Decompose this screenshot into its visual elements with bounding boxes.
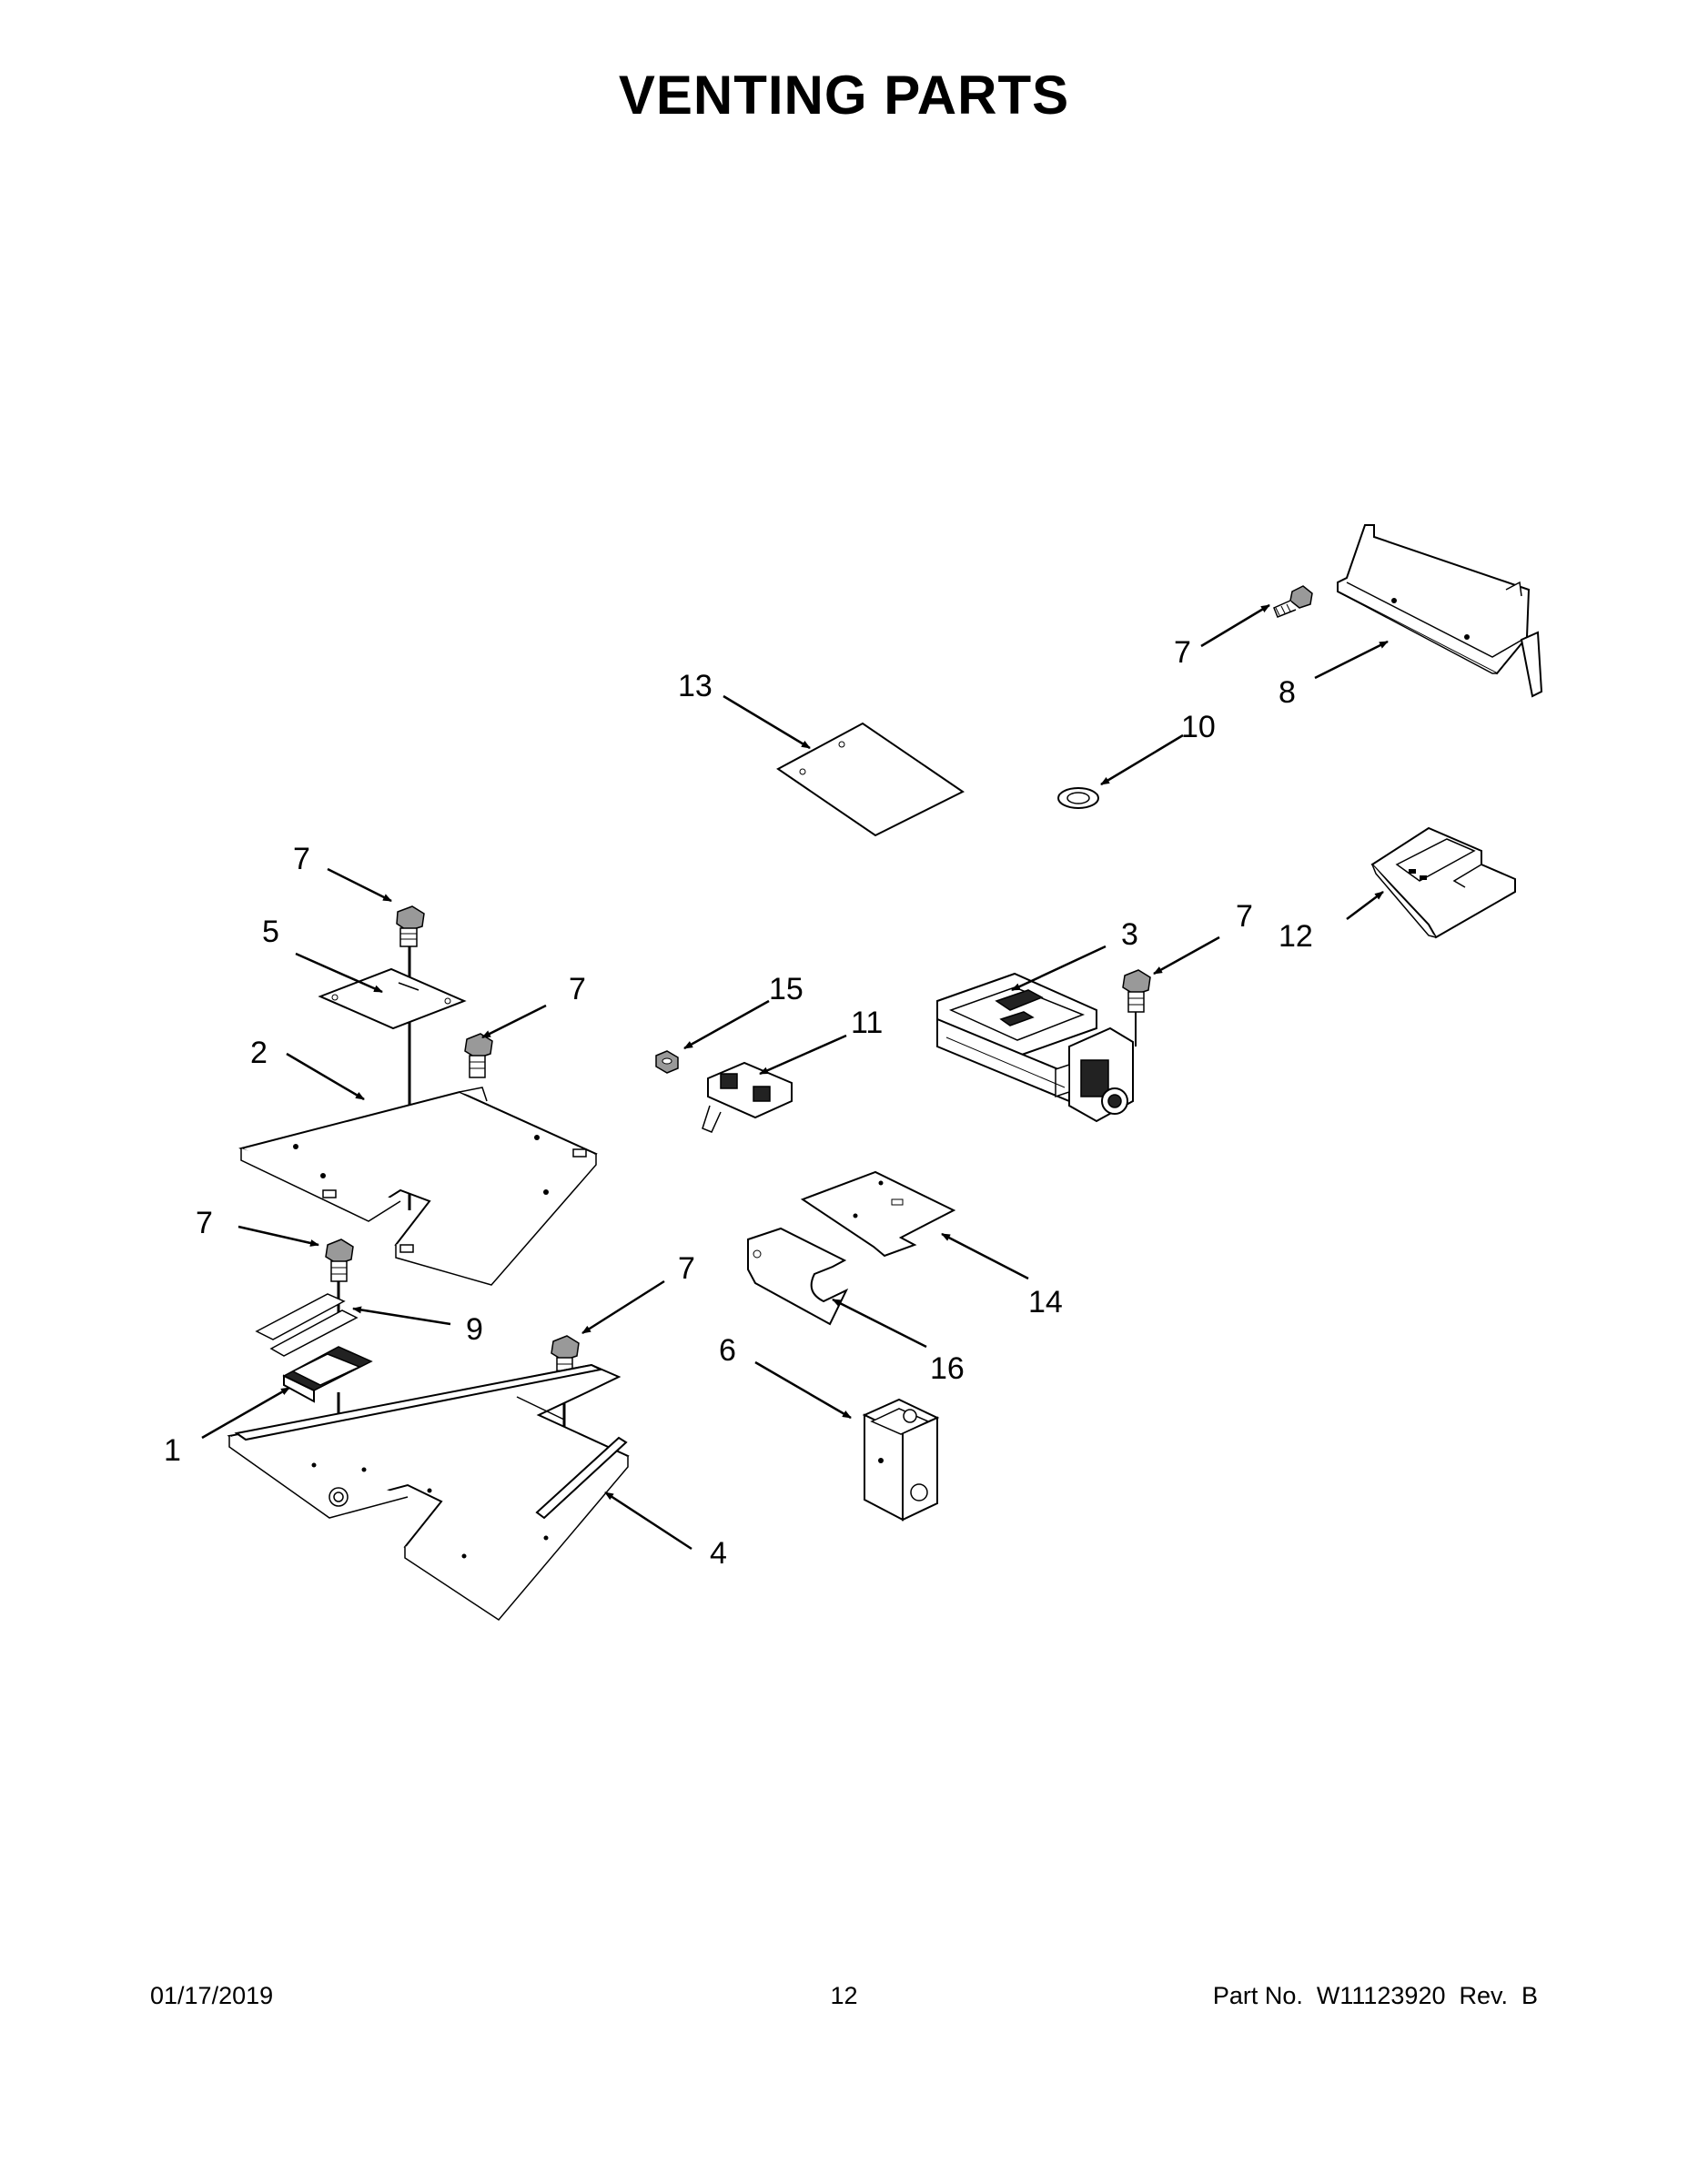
part-9-strips (255, 1293, 359, 1357)
callout-2: 2 (250, 1036, 268, 1070)
part-5-bracket-plate (318, 967, 467, 1030)
page-title: VENTING PARTS (618, 65, 1070, 126)
part-12-vent-tray (1370, 826, 1516, 939)
part-4-base-plate (227, 1363, 630, 1621)
callout-15: 15 (769, 972, 804, 1006)
callout-16: 16 (930, 1351, 965, 1386)
part-7-screw-top-right (1273, 585, 1313, 618)
part-13-plate (776, 722, 965, 837)
callout-leaders (201, 603, 1389, 1551)
footer-date: 01/17/2019 (150, 1982, 274, 2009)
part-6-junction-box (862, 1398, 940, 1522)
part-10-grommet (1057, 787, 1099, 809)
callout-12: 12 (1279, 919, 1313, 954)
callout-7-part9: 7 (196, 1206, 213, 1240)
callout-10: 10 (1181, 710, 1216, 744)
callout-11: 11 (851, 1006, 883, 1040)
part-15-nut (655, 1050, 679, 1074)
part-11-terminal-block (702, 1061, 793, 1133)
callout-5: 5 (262, 915, 279, 949)
callout-7-part2: 7 (569, 972, 586, 1006)
callout-9: 9 (466, 1312, 483, 1347)
part-7-screw-part3 (1122, 969, 1151, 1046)
callout-13: 13 (678, 669, 713, 703)
callout-7-top-right: 7 (1174, 635, 1191, 670)
part-2-panel (238, 1087, 598, 1286)
callout-3: 3 (1121, 917, 1138, 952)
callout-7-part5: 7 (293, 842, 310, 876)
callout-1: 1 (164, 1433, 181, 1468)
part-7-screw-part2 (464, 1033, 493, 1078)
callout-7-part3: 7 (1236, 899, 1253, 934)
callout-7-part4: 7 (678, 1251, 695, 1286)
callout-14: 14 (1028, 1285, 1063, 1320)
callout-6: 6 (719, 1333, 736, 1368)
callout-8: 8 (1279, 675, 1296, 710)
part-16-shield (747, 1227, 849, 1326)
part-14-plate (800, 1170, 956, 1258)
part-8-vent-bracket (1337, 524, 1543, 698)
callout-4: 4 (710, 1536, 727, 1571)
part-1-damper (282, 1346, 373, 1492)
part-3-blower-assembly (936, 972, 1134, 1123)
footer-part-number: Part No. W11123920 Rev. B (1212, 1982, 1538, 2009)
footer-page-number: 12 (830, 1982, 858, 2009)
